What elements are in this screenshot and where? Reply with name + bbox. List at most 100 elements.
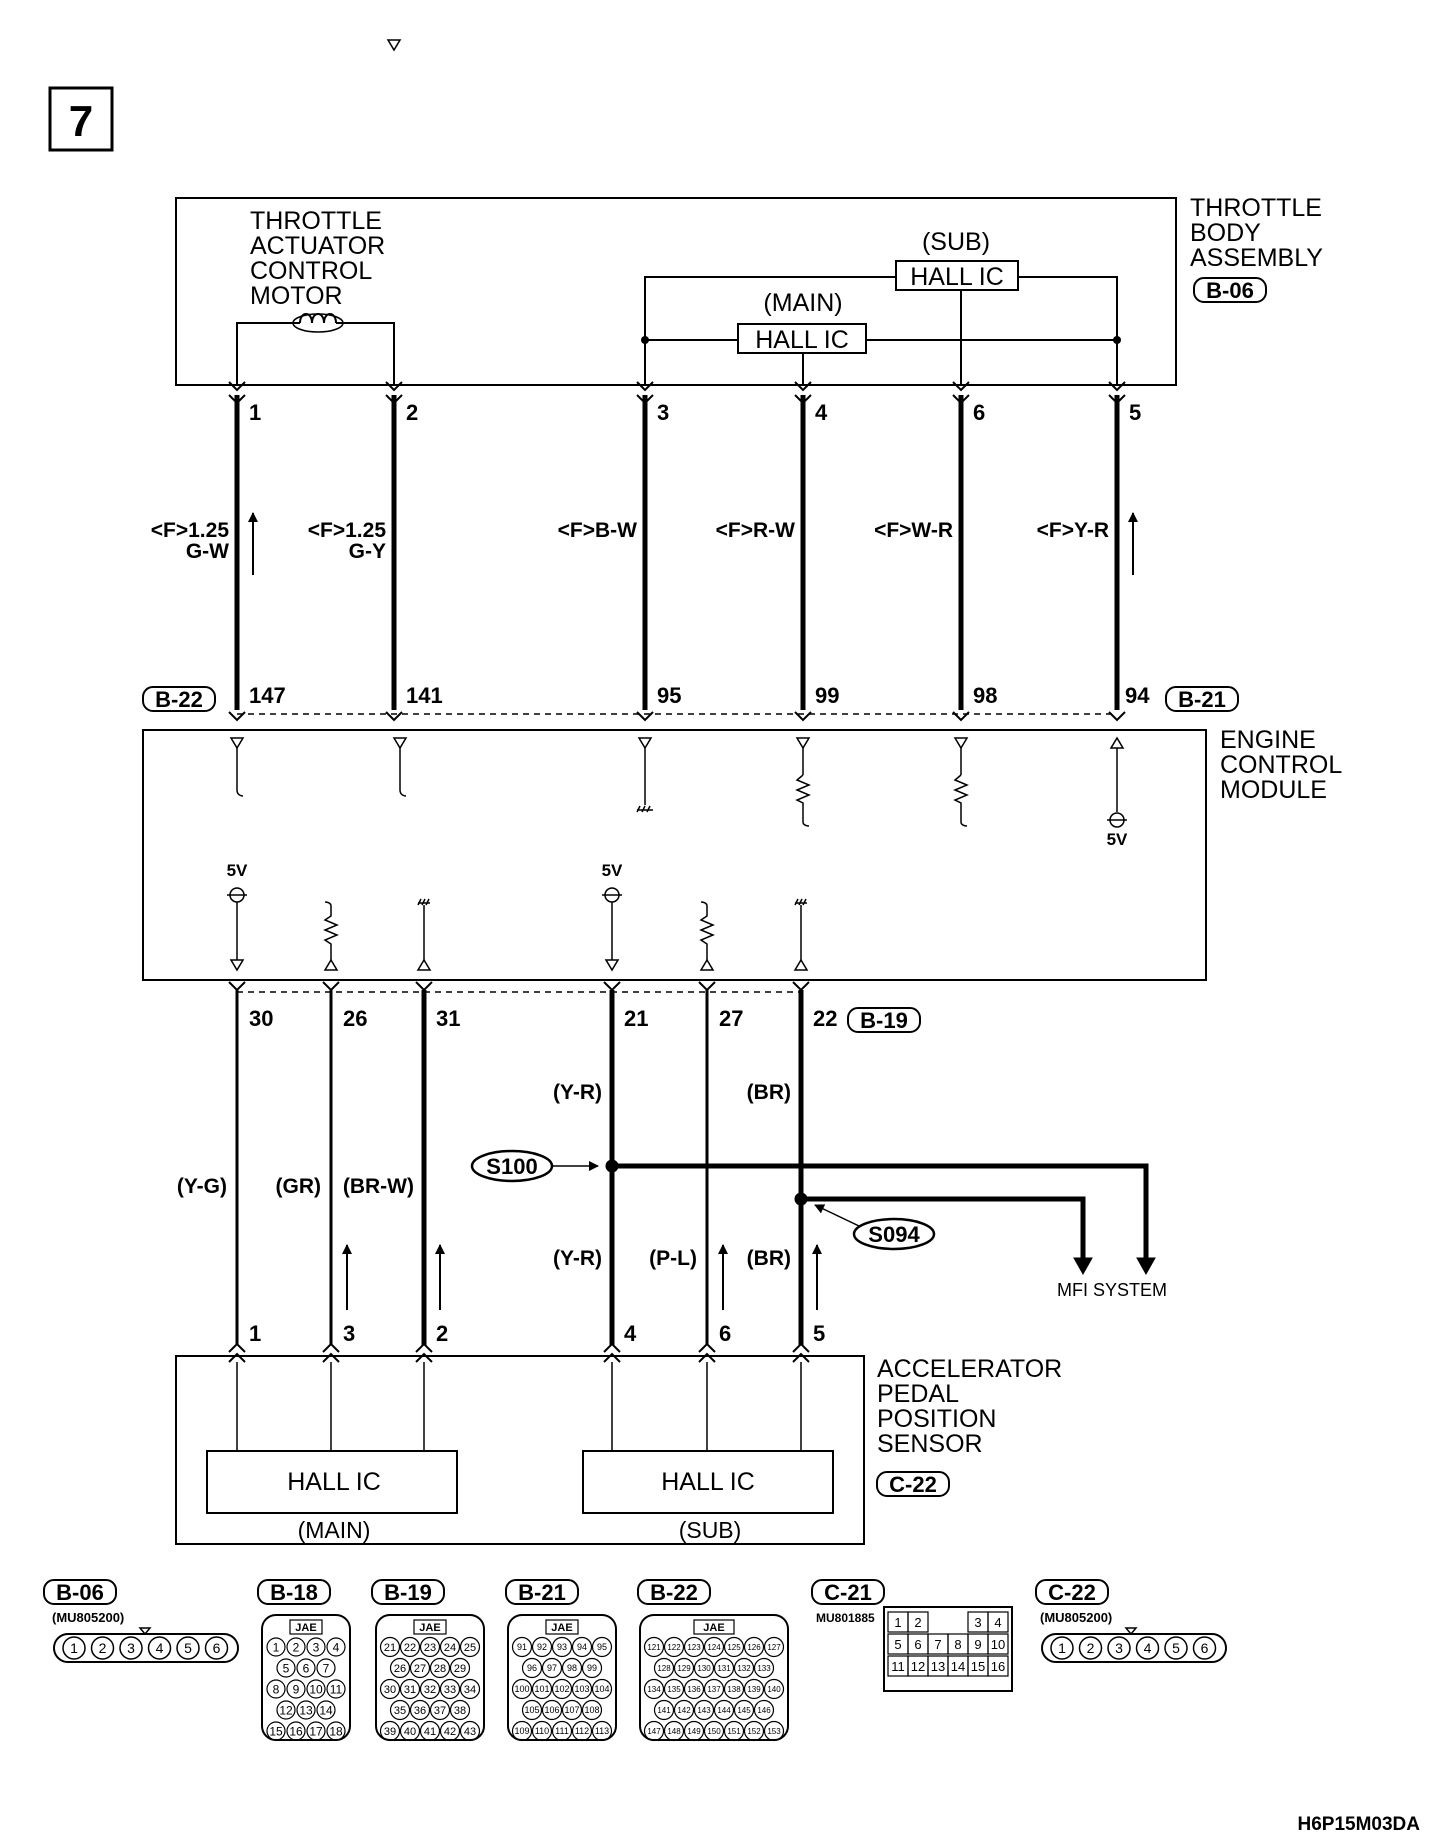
- connector-pin: [286, 1637, 306, 1657]
- connector-pin-label: 37: [434, 1705, 446, 1717]
- tb-pin-4: 4: [815, 400, 828, 425]
- svg-text:B-22: B-22: [155, 687, 203, 712]
- connector-pin-label: 22: [404, 1642, 416, 1654]
- connector-pin: [204, 1636, 229, 1660]
- connector-pin-label: 135: [667, 1685, 681, 1694]
- connector-pin: [571, 1678, 593, 1700]
- connector-pin-label: 110: [535, 1726, 549, 1736]
- connector-tag-b21: B-21: [1165, 686, 1239, 712]
- connector-pin: [379, 1720, 401, 1742]
- connector-pin: [306, 1721, 326, 1741]
- connector-pin: [753, 1657, 775, 1679]
- connector-pin-label: 131: [717, 1664, 731, 1673]
- connector-pin: [439, 1678, 461, 1700]
- ecm-pin-30: 30: [249, 1006, 273, 1031]
- connector-pin-label: 111: [555, 1726, 569, 1736]
- connector-pin: [551, 1678, 573, 1700]
- connector-pin-label: 134: [647, 1685, 661, 1694]
- connector-pin: [296, 1658, 316, 1678]
- connector-pin-label: 97: [547, 1663, 557, 1673]
- connector-pin: [316, 1700, 336, 1720]
- wire-color-2: <F>1.25: [308, 519, 387, 542]
- connector-cell: [987, 1633, 1009, 1655]
- connector-pin: [511, 1636, 533, 1658]
- connector-pin: [419, 1678, 441, 1700]
- connector-pin: [693, 1699, 715, 1721]
- connector-pin-label: 2: [1087, 1640, 1095, 1656]
- ecm-pin-94: 94: [1125, 683, 1150, 708]
- connector-pin: [306, 1637, 326, 1657]
- lower-harness: [228, 981, 1156, 1363]
- ecm-pin-99: 99: [815, 683, 839, 708]
- connector-pin-label: 140: [767, 1685, 781, 1694]
- legend-b06-part: (MU805200): [52, 1610, 124, 1625]
- connector-pin: [276, 1700, 296, 1720]
- sub-hall-ic: HALL IC: [910, 263, 1004, 291]
- connector-pin-label: 3: [974, 1615, 981, 1630]
- connector-pin-label: 112: [575, 1726, 589, 1736]
- connector-pin-label: 146: [757, 1706, 771, 1715]
- connector-pin-label: 108: [584, 1705, 599, 1715]
- ecm-pin-141: 141: [406, 683, 443, 708]
- connector-pin-label: 15: [971, 1659, 985, 1674]
- connector-pin-label: 31: [404, 1684, 416, 1696]
- apps-title-3: POSITION: [877, 1405, 996, 1433]
- connector-pin: [326, 1637, 346, 1657]
- connector-pin-label: 93: [557, 1642, 567, 1652]
- connector-pin: [713, 1699, 735, 1721]
- tb-pin-3: 3: [657, 400, 669, 425]
- connector-pin-label: 3: [313, 1640, 320, 1654]
- connector-pin-label: 5: [1172, 1640, 1180, 1656]
- connector-pin-label: 9: [974, 1637, 981, 1652]
- connector-pin: [693, 1657, 715, 1679]
- svg-text:S100: S100: [486, 1154, 537, 1179]
- splice-s094: S094: [852, 1217, 936, 1251]
- connector-pin: [683, 1678, 705, 1700]
- connector-pin: [723, 1678, 745, 1700]
- connector-pin-label: 2: [293, 1640, 300, 1654]
- connector-pin: [119, 1636, 143, 1660]
- mfi-system-label: MFI SYSTEM: [1057, 1280, 1167, 1300]
- connector-pin-label: 24: [444, 1642, 456, 1654]
- apps-connector: C-22: [889, 1472, 937, 1497]
- wire-color-br-upper: (BR): [747, 1081, 791, 1104]
- connector-pin: [561, 1699, 583, 1721]
- connector-pin: [326, 1721, 346, 1741]
- connector-pin-label: 36: [414, 1705, 426, 1717]
- connector-pin-label: 30: [384, 1684, 396, 1696]
- connector-pin-label: 16: [289, 1724, 303, 1738]
- ecm-5v-upper: 5V: [1107, 830, 1128, 849]
- connector-pin: [379, 1678, 401, 1700]
- legend-b19-brand: JAE: [419, 1622, 440, 1634]
- tb-pin-6: 6: [973, 400, 985, 425]
- connector-cell: [907, 1611, 929, 1633]
- connector-pin-label: 153: [767, 1727, 781, 1736]
- apps-pin-1: 1: [249, 1321, 261, 1346]
- connector-pin: [419, 1720, 441, 1742]
- connector-pin: [663, 1678, 685, 1700]
- connector-pin: [591, 1720, 613, 1742]
- connector-pin: [409, 1657, 431, 1679]
- connector-pin-label: 42: [444, 1726, 456, 1738]
- connector-pin: [653, 1657, 675, 1679]
- connector-pin: [399, 1636, 421, 1658]
- connector-pin-label: 127: [767, 1643, 781, 1652]
- apps-title-4: SENSOR: [877, 1430, 983, 1458]
- connector-tag-b22: B-22: [142, 686, 216, 712]
- connector-pin-label: 33: [444, 1684, 456, 1696]
- connector-pin: [763, 1720, 785, 1742]
- legend-b22-name: B-22: [650, 1580, 698, 1605]
- connector-pin: [531, 1678, 553, 1700]
- connector-pin-label: 6: [303, 1661, 310, 1675]
- connector-pin: [1107, 1636, 1131, 1660]
- svg-text:S094: S094: [868, 1222, 920, 1247]
- connector-pin-label: 101: [534, 1684, 549, 1694]
- connector-pin: [581, 1699, 603, 1721]
- connector-pin: [266, 1637, 286, 1657]
- tb-pin-2: 2: [406, 400, 418, 425]
- wire-color-yr-upper: (Y-R): [553, 1081, 602, 1104]
- connector-pin-label: 11: [891, 1659, 905, 1674]
- connector-pin-label: 130: [697, 1664, 711, 1673]
- connector-pin-label: 5: [184, 1640, 192, 1656]
